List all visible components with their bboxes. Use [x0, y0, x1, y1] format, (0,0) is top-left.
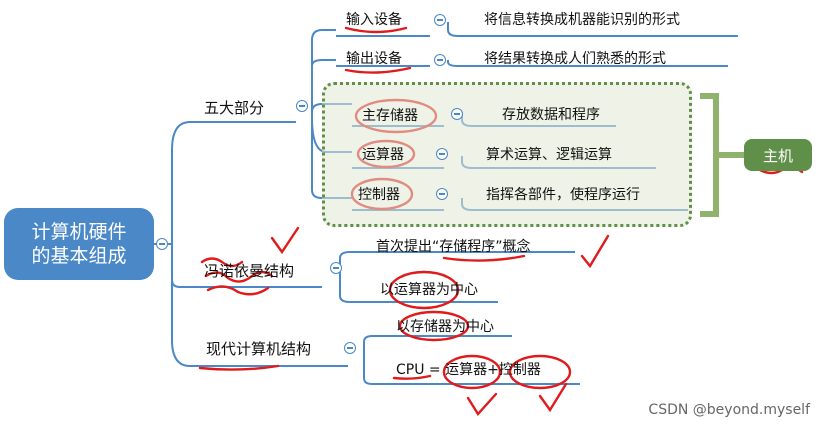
von-neumann-item-2[interactable]: 以运算器为中心 [380, 282, 478, 298]
topic-von-neumann[interactable]: 冯诺依曼结构 [204, 262, 295, 280]
topic-input-device[interactable]: 输入设备 [346, 12, 402, 28]
collapse-alu-icon[interactable] [436, 148, 448, 160]
von-neumann-item-1[interactable]: 首次提出“存储程序”概念 [376, 239, 531, 255]
collapse-output-icon[interactable] [434, 54, 446, 66]
collapse-modern-icon[interactable] [344, 342, 356, 354]
desc-main-memory[interactable]: 存放数据和程序 [502, 107, 600, 123]
root-line-1: 计算机硬件 [31, 221, 127, 243]
collapse-control-icon[interactable] [436, 188, 448, 200]
collapse-input-icon[interactable] [434, 14, 446, 26]
desc-control-unit[interactable]: 指挥各部件，使程序运行 [486, 187, 640, 203]
modern-item-1[interactable]: 以存储器为中心 [396, 319, 494, 335]
topic-output-device[interactable]: 输出设备 [346, 51, 402, 67]
modern-item-2[interactable]: CPU = 运算器+控制器 [396, 362, 541, 378]
host-group-box [322, 82, 692, 227]
collapse-five-parts-icon[interactable] [296, 100, 308, 112]
topic-main-memory[interactable]: 主存储器 [362, 108, 418, 124]
root-line-2: 的基本组成 [31, 245, 127, 267]
collapse-root-icon[interactable] [156, 238, 168, 250]
collapse-von-neumann-icon[interactable] [330, 262, 342, 274]
host-label[interactable]: 主机 [744, 139, 812, 171]
desc-alu[interactable]: 算术运算、逻辑运算 [486, 147, 612, 163]
topic-alu[interactable]: 运算器 [362, 147, 404, 163]
topic-modern-structure[interactable]: 现代计算机结构 [206, 340, 312, 358]
desc-output-device[interactable]: 将结果转换成人们熟悉的形式 [484, 51, 666, 67]
collapse-memory-icon[interactable] [451, 108, 463, 120]
desc-input-device[interactable]: 将信息转换成机器能识别的形式 [484, 12, 680, 28]
topic-control-unit[interactable]: 控制器 [358, 187, 400, 203]
topic-five-parts[interactable]: 五大部分 [204, 99, 265, 117]
watermark: CSDN @beyond.myself [648, 402, 810, 418]
root-topic[interactable]: 计算机硬件 的基本组成 [4, 208, 154, 280]
